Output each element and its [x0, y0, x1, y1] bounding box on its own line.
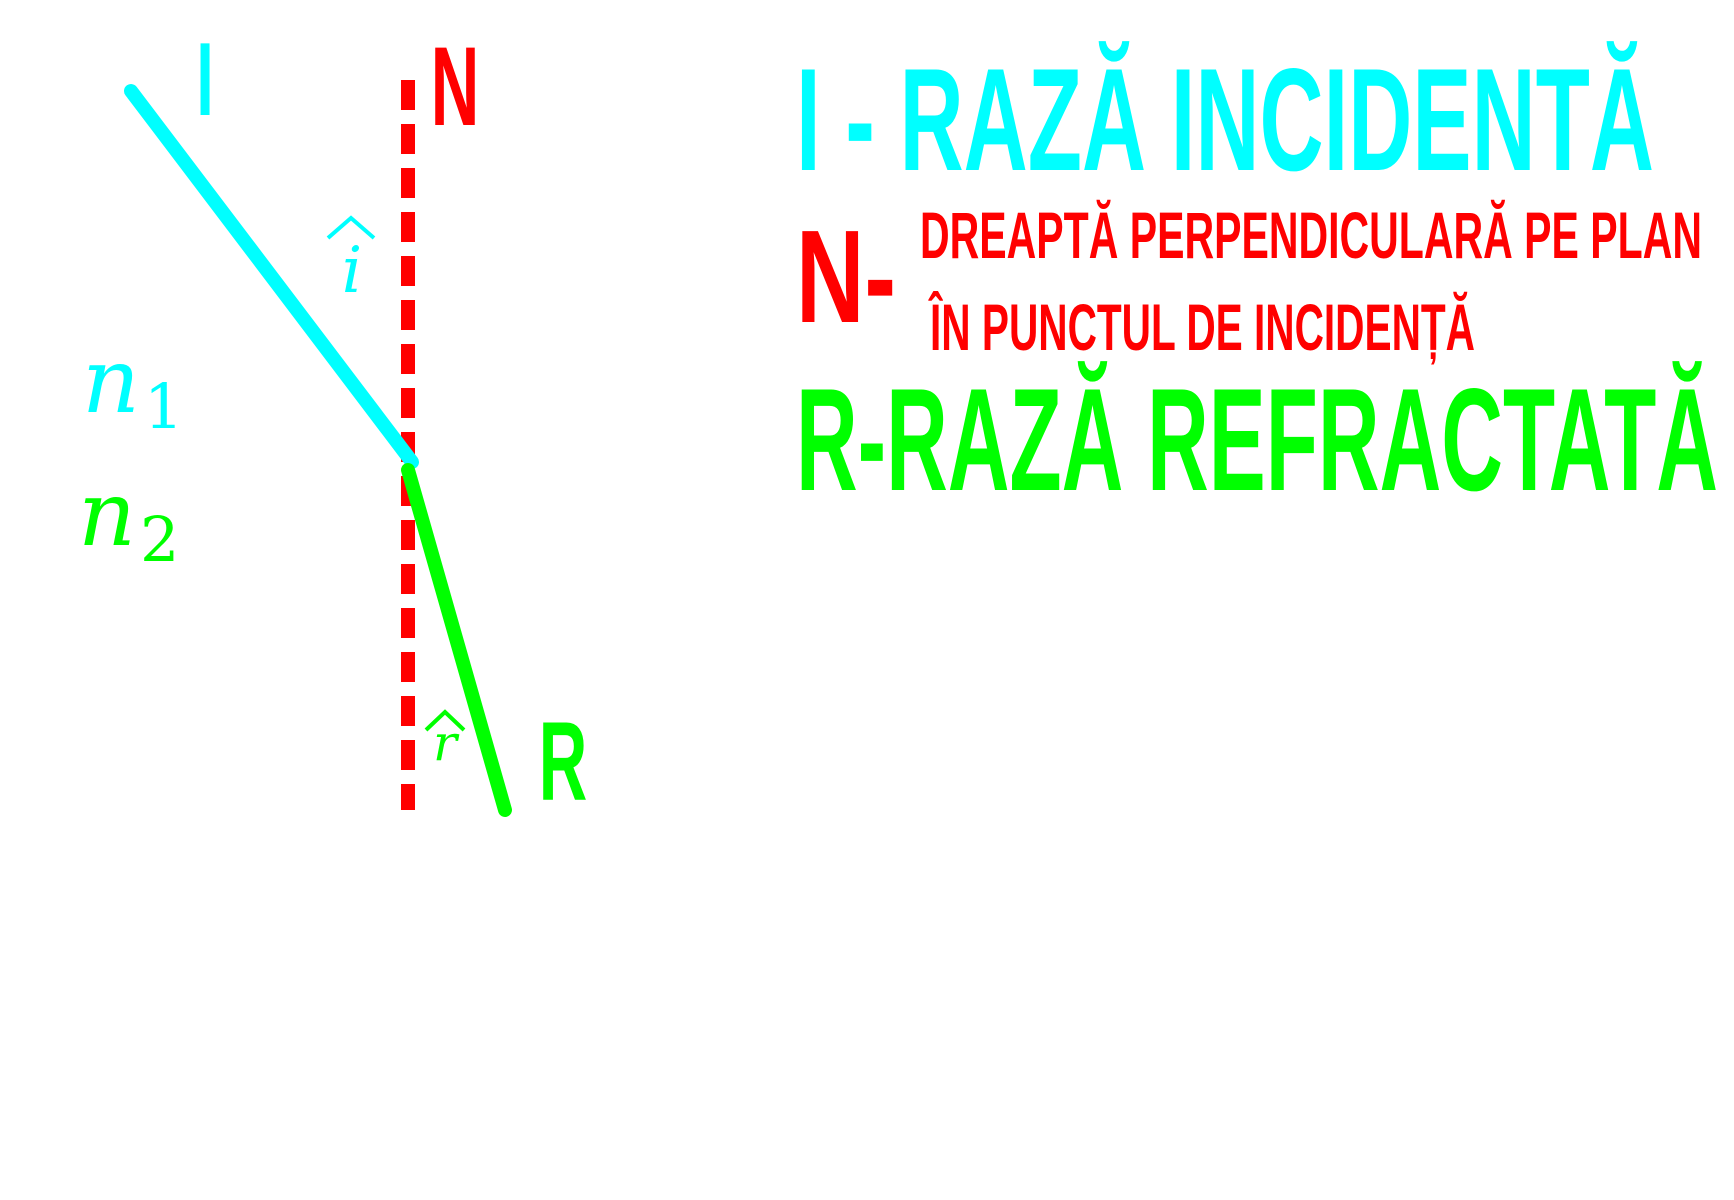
legend-normal-prefix: N-	[796, 203, 896, 350]
medium-2-symbol: n	[78, 462, 136, 567]
legend-normal-line2: ÎN PUNCTUL DE INCIDENȚĂ	[928, 290, 1475, 365]
refracted-ray	[401, 463, 512, 817]
normal-line-label: N	[431, 23, 480, 149]
legend-normal-line1: DREAPTĂ PERPENDICULARĂ PE PLAN	[920, 198, 1702, 272]
incident-ray-label: I	[196, 22, 213, 138]
medium-1-symbol: n	[82, 329, 140, 434]
incidence-angle-hat-icon	[326, 215, 376, 240]
refraction-angle-hat-icon	[424, 709, 466, 732]
incident-ray	[124, 84, 419, 469]
incidence-angle-label: i	[342, 234, 362, 308]
medium-1-label: n 1	[82, 329, 183, 443]
medium-2-label: n 2	[78, 462, 179, 576]
refraction-angle-label: r	[433, 714, 460, 772]
legend-incident: I - RAZĂ INCIDENTĂ	[796, 38, 1654, 201]
refracted-ray-label: R	[539, 698, 588, 824]
medium-2-index: 2	[140, 503, 179, 576]
medium-1-index: 1	[144, 370, 183, 443]
legend-refracted: R-RAZĂ REFRACTATĂ	[796, 358, 1718, 521]
